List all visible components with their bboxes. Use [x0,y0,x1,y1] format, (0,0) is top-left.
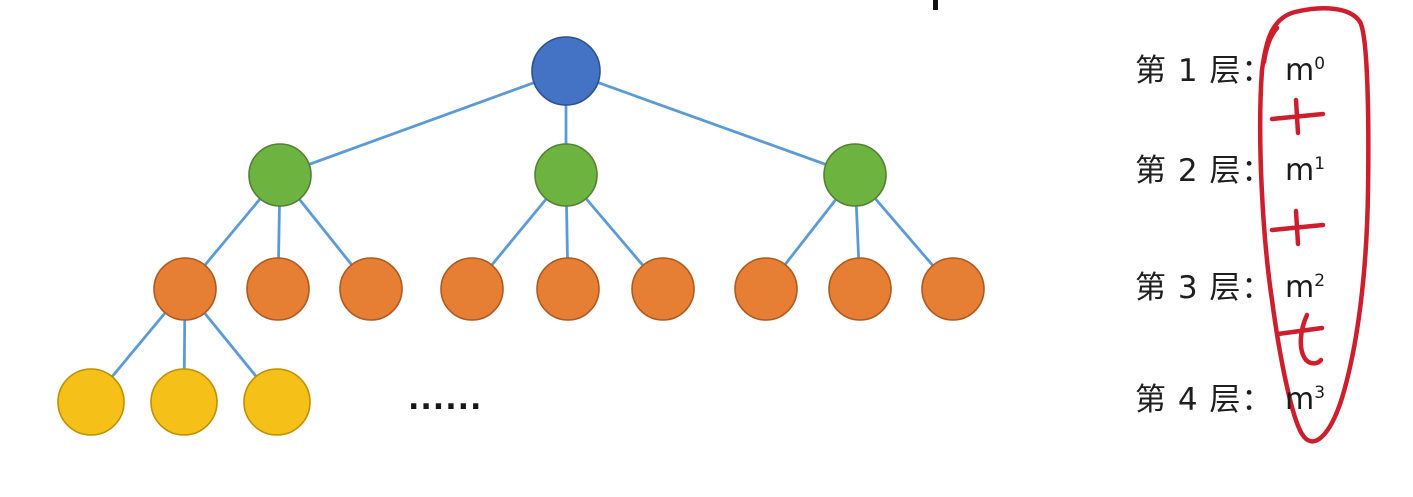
legend-row-label: 第 2 层： [1135,153,1274,189]
legend-row-value: m0 [1285,53,1326,88]
tree-node-level-3 [536,257,600,321]
tree-node-level-4 [57,368,125,436]
legend-row-value: m2 [1285,270,1326,305]
red-loop-annotation [1257,6,1371,444]
legend-row-label: 第 3 层： [1135,270,1274,306]
legend-row-4: 第 4 层： m3 [1135,378,1325,422]
tree-node-level-4 [150,368,218,436]
tree-node-level-3 [339,257,403,321]
tree-node-level-2 [248,143,312,207]
red-loop-spur [1261,25,1280,65]
tree-node-root [531,36,601,106]
tree-node-level-3 [734,257,798,321]
top-edge-artifact [933,0,938,10]
legend-row-label: 第 4 层： [1135,382,1274,418]
legend-row-value: m1 [1285,153,1326,188]
ellipsis-dots: ...... [408,382,483,417]
red-plus-icon [1269,208,1326,247]
tree-node-level-3 [921,257,985,321]
tree-node-level-3 [246,257,310,321]
tree-node-level-4 [243,368,311,436]
tree-node-level-3 [828,257,892,321]
tree-node-level-2 [823,143,887,207]
tree-node-level-3 [153,257,217,321]
tree-node-level-3 [631,257,695,321]
tree-edge [565,69,856,177]
red-plus-icon [1275,312,1325,366]
legend-row-2: 第 2 层： m1 [1135,149,1325,193]
legend-row-value: m3 [1285,382,1326,417]
tree-node-level-3 [440,257,504,321]
legend-row-3: 第 3 层： m2 [1135,266,1325,310]
legend-row-label: 第 1 层： [1135,53,1274,89]
tree-node-level-2 [534,143,598,207]
tree-edge [279,69,567,177]
legend-row-1: 第 1 层： m0 [1135,49,1325,93]
red-plus-icon [1269,97,1326,136]
